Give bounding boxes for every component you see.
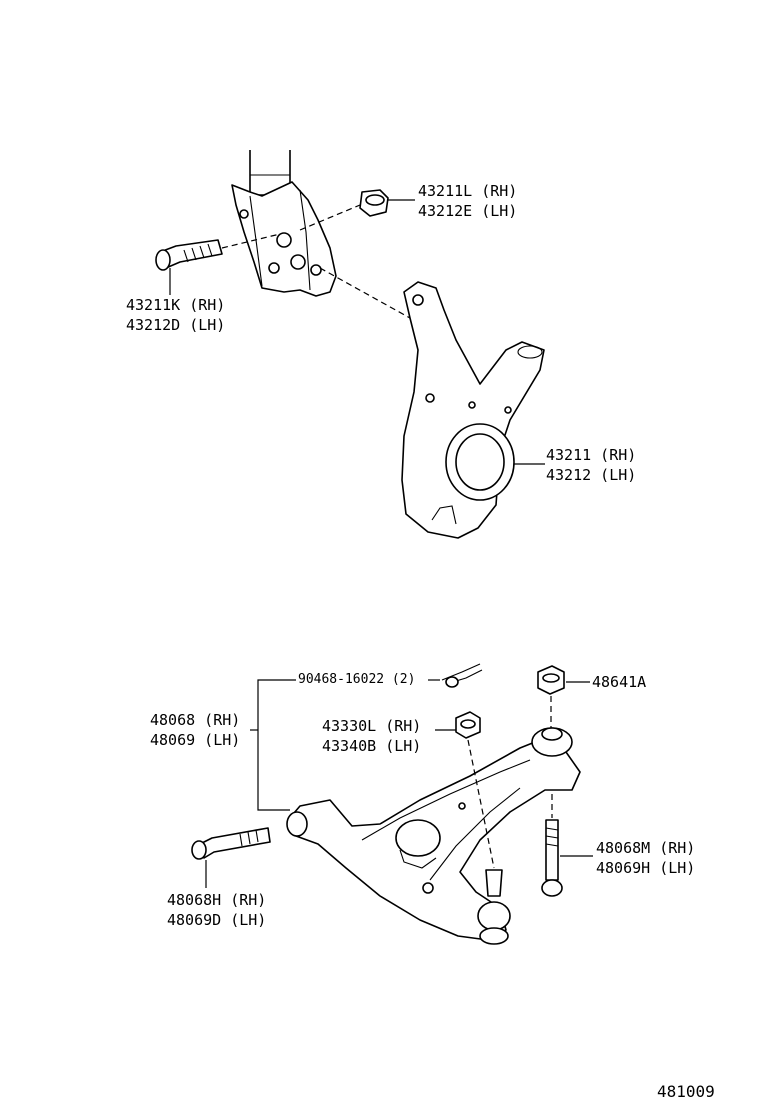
rear-bolt-part: [541, 819, 563, 897]
callout-line: 43211K (RH): [126, 296, 226, 314]
front-bolt-part: [191, 827, 271, 860]
rear-nut-part: [537, 665, 565, 695]
callout-line: 43330L (RH): [322, 717, 422, 735]
callout-line: 43211 (RH): [546, 446, 637, 464]
callout-line: 43340B (LH): [322, 737, 422, 755]
callout-front-bolt: 48068H (RH) 48069D (LH): [167, 890, 266, 930]
callout-line: 48069 (LH): [150, 731, 241, 749]
callout-line: 43212 (LH): [546, 466, 637, 484]
balljoint-nut-part: [455, 711, 481, 739]
callout-cotter-pin: 90468-16022 (2): [298, 670, 415, 690]
callout-strut-nut: 43211L (RH) 43212E (LH): [418, 181, 517, 221]
strut-bolt-part: [155, 239, 223, 271]
callout-knuckle: 43211 (RH) 43212 (LH): [546, 445, 636, 485]
cotter-pin-part: [441, 663, 483, 688]
callout-line: 43211L (RH): [418, 182, 518, 200]
callout-rear-nut: 48641A: [592, 672, 646, 692]
callout-line: 48069D (LH): [167, 911, 267, 929]
callout-line: 48068H (RH): [167, 891, 267, 909]
callout-line: 90468-16022 (2): [298, 672, 416, 687]
callout-line: 48068M (RH): [596, 839, 696, 857]
callout-rear-bolt: 48068M (RH) 48069H (LH): [596, 838, 695, 878]
shock-absorber-lower: [231, 150, 337, 297]
callout-line: 43212D (LH): [126, 316, 226, 334]
figure-number: 481009: [657, 1082, 715, 1101]
callout-strut-bolt: 43211K (RH) 43212D (LH): [126, 295, 225, 335]
callout-line: 48641A: [592, 673, 647, 691]
callout-line: 48068 (RH): [150, 711, 241, 729]
steering-knuckle-part: [401, 281, 545, 539]
callout-lower-arm: 48068 (RH) 48069 (LH): [150, 710, 240, 750]
lower-arm-part: [286, 727, 581, 945]
callout-balljoint-nut: 43330L (RH) 43340B (LH): [322, 716, 421, 756]
callout-line: 43212E (LH): [418, 202, 518, 220]
strut-nut-part: [359, 189, 389, 217]
callout-line: 48069H (LH): [596, 859, 696, 877]
